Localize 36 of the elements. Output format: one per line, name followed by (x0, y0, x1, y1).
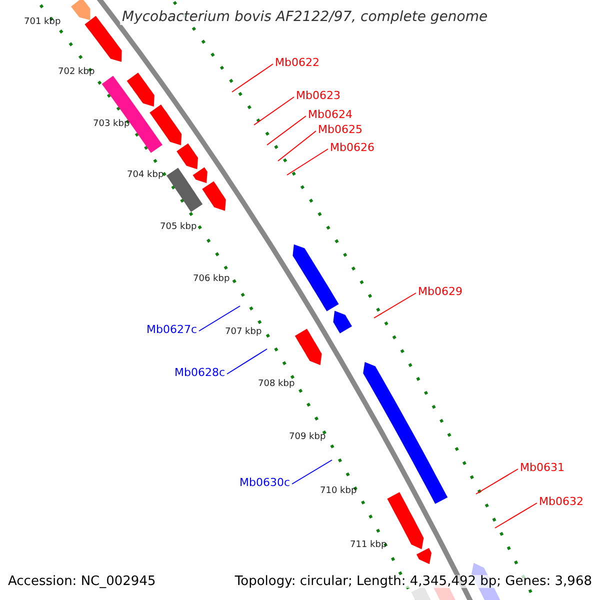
gene-label: Mb0629 (418, 286, 462, 297)
accession-text: Accession: NC_002945 (8, 575, 156, 588)
leader-line (198, 306, 240, 332)
scale-label: 707 kbp (225, 328, 262, 337)
scale-label: 704 kbp (127, 171, 164, 180)
gene-label: Mb0623 (296, 90, 340, 101)
leader-line (266, 116, 306, 146)
scale-label: 709 kbp (289, 433, 326, 442)
leader-line (254, 96, 294, 126)
title: Mycobacterium bovis AF2122/97, complete genome (120, 9, 490, 25)
scale-label: 702 kbp (58, 68, 95, 77)
leader-line (476, 468, 518, 494)
leader-line (278, 130, 316, 162)
scale-label: 708 kbp (258, 380, 295, 389)
scale-label: 705 kbp (160, 223, 197, 232)
scale-label: 703 kbp (93, 120, 130, 129)
leader-line (494, 502, 538, 528)
leader-line (232, 64, 274, 92)
leader-line (292, 460, 332, 484)
gene-label: Mb0630c (239, 477, 290, 488)
scale-label: 710 kbp (320, 487, 357, 496)
scale-label: 701 kbp (24, 18, 61, 27)
scale-label: 711 kbp (350, 541, 387, 550)
gene-label: Mb0625 (318, 124, 362, 135)
gene-label: Mb0628c (174, 367, 225, 378)
genome-summary: Topology: circular; Length: 4,345,492 bp; Genes: 3,968 (234, 575, 592, 588)
gene-label: Mb0627c (146, 324, 197, 335)
gene-label: Mb0624 (308, 109, 352, 120)
leader-line (374, 292, 416, 318)
gene-label: Mb0626 (330, 142, 374, 153)
scale-label: 706 kbp (193, 275, 230, 284)
leader-line (226, 348, 268, 374)
gene-label: Mb0622 (275, 57, 320, 68)
gene-label: Mb0632 (539, 496, 584, 507)
gene-label: Mb0631 (520, 462, 564, 473)
leader-line (286, 148, 328, 176)
